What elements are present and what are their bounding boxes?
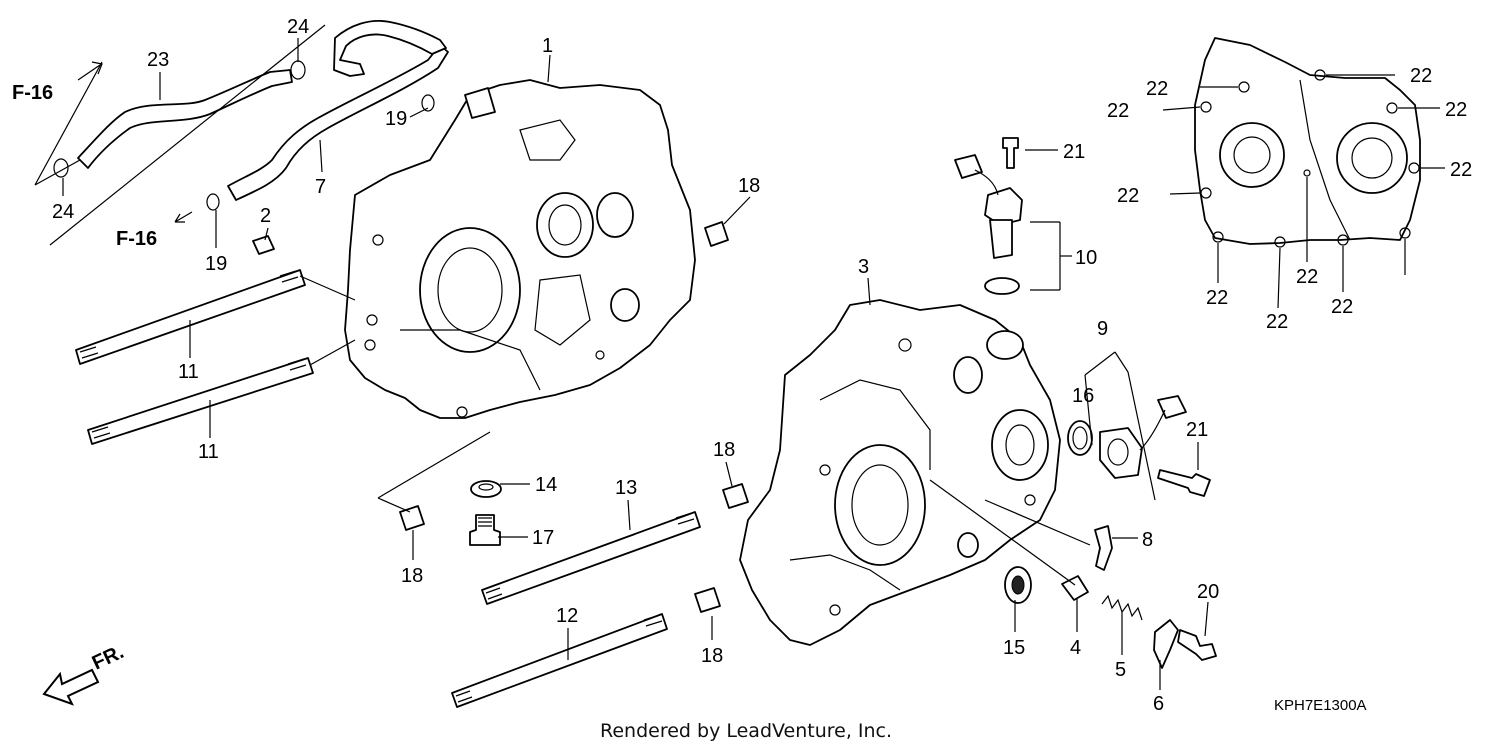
stud-bolt-13: [481, 511, 701, 605]
callout-22-c: 22: [1107, 100, 1129, 122]
callout-19-lower: 19: [205, 253, 227, 275]
arrow-icon: [77, 61, 103, 81]
callout-3: 3: [858, 256, 869, 278]
callout-22-j: 22: [1331, 296, 1353, 318]
callout-9: 9: [1097, 318, 1108, 340]
callout-22-d: 22: [1445, 99, 1467, 121]
callout-24-upper: 24: [287, 16, 309, 38]
bolt-21-top: [1002, 137, 1019, 169]
hose-clips: [53, 60, 435, 211]
callout-5: 5: [1115, 659, 1126, 681]
callout-24-lower: 24: [52, 201, 74, 223]
callout-17: 17: [532, 527, 554, 549]
bolt-17: [469, 514, 501, 546]
front-direction-marker: FR.: [42, 641, 127, 706]
front-arrow-icon: [42, 668, 100, 706]
callout-10: 10: [1075, 247, 1097, 269]
leader: [299, 275, 356, 301]
leader: [309, 339, 356, 366]
arm-6: [1153, 619, 1179, 669]
callout-11-lower: 11: [198, 441, 219, 463]
gasket-leaders: [1162, 74, 1445, 309]
callout-12: 12: [556, 605, 578, 627]
leader: [929, 479, 1076, 586]
leader: [1084, 351, 1116, 376]
o-ring-16: [1067, 420, 1093, 456]
reference-f16-lower: F-16: [116, 211, 193, 250]
callout-21-right: 21: [1186, 419, 1208, 441]
callout-22-e: 22: [1117, 185, 1139, 207]
callout-1: 1: [542, 35, 553, 57]
callout-leaders: [62, 38, 1209, 690]
hose-23: [77, 69, 293, 169]
ref-line: [34, 159, 81, 186]
leader: [1114, 351, 1129, 373]
callout-18-low: 18: [701, 645, 723, 667]
callout-19-upper: 19: [385, 108, 407, 130]
callout-11-upper: 11: [178, 361, 199, 383]
arrow-icon: [174, 211, 193, 223]
plunger-4: [1061, 575, 1089, 601]
drawing-code: KPH7E1300A: [1274, 697, 1367, 714]
callout-22-i: 22: [1296, 266, 1318, 288]
reference-f16-upper: F-16: [12, 61, 103, 104]
dowel-18-mid: [722, 483, 749, 509]
leader: [1127, 371, 1156, 501]
dowel-2: [252, 235, 275, 255]
leader: [377, 497, 411, 513]
leader: [984, 499, 1091, 546]
callout-22-f: 22: [1450, 159, 1472, 181]
callout-20: 20: [1197, 581, 1219, 603]
callout-15: 15: [1003, 637, 1025, 659]
reference-label: F-16: [116, 228, 157, 250]
stud-bolt-11-upper: [75, 269, 306, 365]
callout-22-h: 22: [1266, 311, 1288, 333]
sensor-assembly-9: [1099, 395, 1187, 479]
ref-line: [34, 61, 103, 186]
callout-18-mid: 18: [713, 439, 735, 461]
reference-label: F-16: [12, 82, 53, 104]
right-crankcase-3: [739, 299, 1061, 646]
callout-4: 4: [1070, 637, 1081, 659]
credit-text: Rendered by LeadVenture, Inc.: [600, 720, 892, 742]
gasket-22: [1194, 37, 1421, 248]
dowel-18-top: [704, 221, 729, 247]
stud-bolt-11-lower: [87, 357, 314, 445]
callout-14: 14: [535, 474, 557, 496]
callout-13: 13: [615, 477, 637, 499]
dowel-18-bottom-left: [399, 505, 425, 531]
front-label: FR.: [89, 641, 127, 675]
hose-7: [227, 20, 449, 201]
callout-16: 16: [1072, 385, 1094, 407]
callout-7: 7: [315, 176, 326, 198]
bolt-21-right: [1157, 469, 1211, 497]
callout-22-b: 22: [1410, 65, 1432, 87]
dowel-18-low: [694, 587, 721, 613]
callout-23: 23: [147, 49, 169, 71]
stud-bolt-12: [451, 613, 668, 708]
callout-22-g: 22: [1206, 287, 1228, 309]
callout-6: 6: [1153, 693, 1164, 715]
gear-15: [1004, 566, 1032, 604]
bolt-20: [1177, 629, 1217, 661]
leader: [377, 431, 491, 499]
callout-2: 2: [260, 205, 271, 227]
callout-18-top: 18: [738, 175, 760, 197]
washer-14: [470, 480, 502, 498]
callout-22-a: 22: [1146, 78, 1168, 100]
left-crankcase-1: [344, 79, 696, 419]
sensor-10: [954, 154, 1023, 295]
callout-labels: 1 2 3 4 5 6 7 8 9 10 11 11 12 13 14 15 1…: [52, 16, 1472, 715]
leader: [1084, 374, 1093, 446]
clamp-8: [1094, 525, 1113, 571]
divider-line: [49, 24, 326, 246]
callout-8: 8: [1142, 529, 1153, 551]
callout-18-bottom-left: 18: [401, 565, 423, 587]
callout-21-top: 21: [1063, 141, 1085, 163]
